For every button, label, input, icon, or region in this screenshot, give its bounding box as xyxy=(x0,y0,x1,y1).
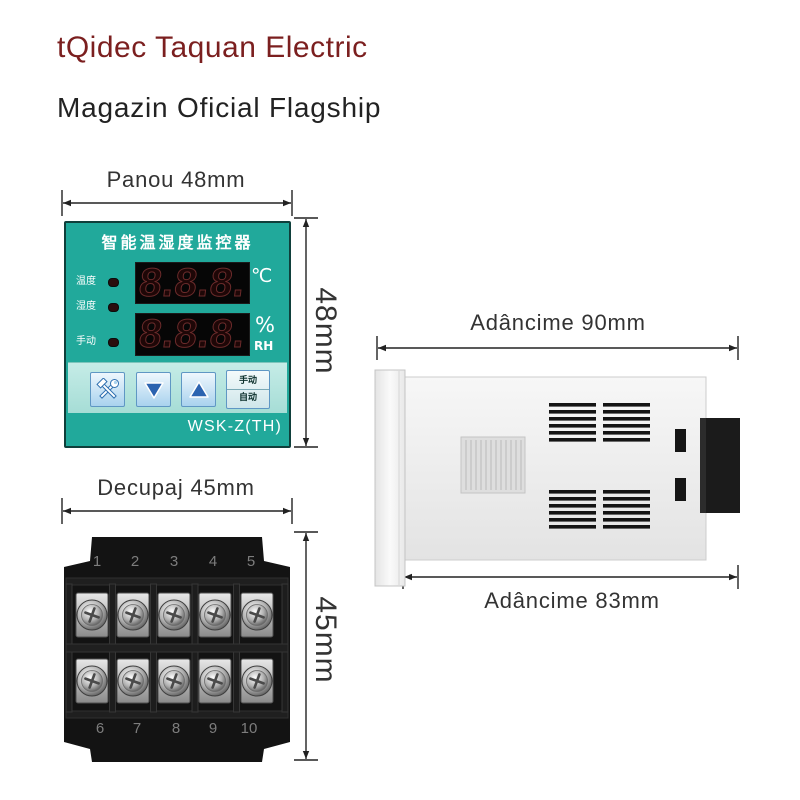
terminal-screw[interactable] xyxy=(239,592,275,638)
store-name: Magazin Oficial Flagship xyxy=(57,92,382,123)
vent-slot xyxy=(603,403,650,407)
vent-slot xyxy=(549,431,596,435)
percent-unit: % xyxy=(255,313,275,337)
panel-title: 智能温湿度监控器 xyxy=(101,233,254,252)
vent-slot xyxy=(549,504,596,508)
vent-slot xyxy=(603,438,650,442)
down-triangle-icon xyxy=(143,381,164,399)
vent-slot xyxy=(603,525,650,529)
dimension-cutout-width xyxy=(61,498,293,524)
indicator-led-humidity xyxy=(108,303,119,312)
terminal-number: 7 xyxy=(133,720,141,737)
terminal-screw[interactable] xyxy=(197,658,233,704)
vent-slot xyxy=(603,490,650,494)
vent-slot xyxy=(549,424,596,428)
vent-slot xyxy=(603,431,650,435)
terminal-bottom-rail xyxy=(65,710,289,719)
vent-slot xyxy=(603,511,650,515)
tools-icon xyxy=(95,377,119,399)
dimension-body-depth xyxy=(402,565,739,589)
housing-bezel xyxy=(374,369,406,587)
mounting-clip xyxy=(675,478,686,501)
dimension-panel-height xyxy=(294,217,318,448)
terminal-number: 10 xyxy=(241,720,258,737)
terminal-screw[interactable] xyxy=(115,658,151,704)
terminal-block: 1 2 3 4 5 6 7 8 9 10 xyxy=(64,537,290,762)
terminal-screw[interactable] xyxy=(156,592,192,638)
terminal-number: 8 xyxy=(172,720,180,737)
terminal-screw[interactable] xyxy=(115,592,151,638)
vent-slot xyxy=(549,511,596,515)
side-grille xyxy=(460,436,526,494)
vent-slot xyxy=(549,497,596,501)
vent-slot xyxy=(603,410,650,414)
terminal-number: 4 xyxy=(209,553,217,570)
rear-connector xyxy=(700,418,740,513)
temperature-display: 8.8.8. xyxy=(135,262,250,304)
cutout-width-label: Decupaj 45mm xyxy=(97,475,255,500)
dimension-panel-width xyxy=(61,190,293,216)
dimension-cutout-height xyxy=(294,531,318,761)
body-depth-label: Adâncime 83mm xyxy=(484,588,660,613)
vent-slot xyxy=(603,497,650,501)
terminal-screw[interactable] xyxy=(239,658,275,704)
terminal-screw[interactable] xyxy=(197,592,233,638)
tools-button[interactable] xyxy=(90,372,125,407)
terminal-middle-ridge xyxy=(65,643,289,653)
terminal-number: 5 xyxy=(247,553,255,570)
model-number: WSK-Z(TH) xyxy=(187,418,282,435)
rear-connector-edge xyxy=(700,418,706,513)
terminal-screw[interactable] xyxy=(74,658,110,704)
side-grille-lines xyxy=(465,440,522,490)
terminal-number: 1 xyxy=(93,553,101,570)
vent-slot xyxy=(549,438,596,442)
auto-label: 自动 xyxy=(227,389,269,406)
vent-slot xyxy=(549,417,596,421)
vent-slots xyxy=(549,403,650,529)
cutout-height-label: 45mm xyxy=(309,596,342,684)
temperature-digits: 8.8.8. xyxy=(136,262,249,304)
manual-auto-button[interactable]: 手动 自动 xyxy=(226,370,270,409)
terminal-number: 6 xyxy=(96,720,104,737)
vent-slot xyxy=(603,504,650,508)
vent-slot xyxy=(603,518,650,522)
vent-slot xyxy=(549,518,596,522)
terminal-number: 2 xyxy=(131,553,139,570)
up-button[interactable] xyxy=(181,372,216,407)
mounting-clip xyxy=(675,429,686,452)
manual-label: 手动 xyxy=(238,376,257,386)
vent-slot xyxy=(603,417,650,421)
terminal-number: 9 xyxy=(209,720,217,737)
panel-width-label: Panou 48mm xyxy=(106,167,246,192)
terminal-screw[interactable] xyxy=(74,592,110,638)
indicator-label-manual: 手动 xyxy=(76,336,96,347)
total-depth-label: Adâncime 90mm xyxy=(470,310,646,335)
humidity-digits: 8.8.8. xyxy=(136,313,249,356)
up-triangle-icon xyxy=(188,380,209,398)
down-button[interactable] xyxy=(136,372,171,407)
front-panel: 智能温湿度监控器 温度 湿度 手动 8.8.8. 8.8.8. ℃ % RH xyxy=(64,221,291,448)
dimension-total-depth xyxy=(376,336,739,360)
terminal-top-rail xyxy=(65,577,289,586)
vent-slot xyxy=(549,403,596,407)
panel-height-label: 48mm xyxy=(309,287,342,375)
indicator-label-humidity: 湿度 xyxy=(76,301,96,312)
vent-slot xyxy=(549,410,596,414)
indicator-label-temperature: 温度 xyxy=(76,276,96,287)
housing-body xyxy=(403,376,707,561)
terminal-screw[interactable] xyxy=(156,658,192,704)
vent-slot xyxy=(549,525,596,529)
brand-name: tQidec Taquan Electric xyxy=(57,31,368,64)
indicator-led-temperature xyxy=(108,278,119,287)
vent-slot xyxy=(549,490,596,494)
side-view xyxy=(374,369,740,587)
terminal-number: 3 xyxy=(170,553,178,570)
celsius-unit: ℃ xyxy=(251,265,273,287)
rh-unit: RH xyxy=(254,339,274,353)
indicator-led-manual xyxy=(108,338,119,347)
vent-slot xyxy=(603,424,650,428)
humidity-display: 8.8.8. xyxy=(135,313,250,356)
